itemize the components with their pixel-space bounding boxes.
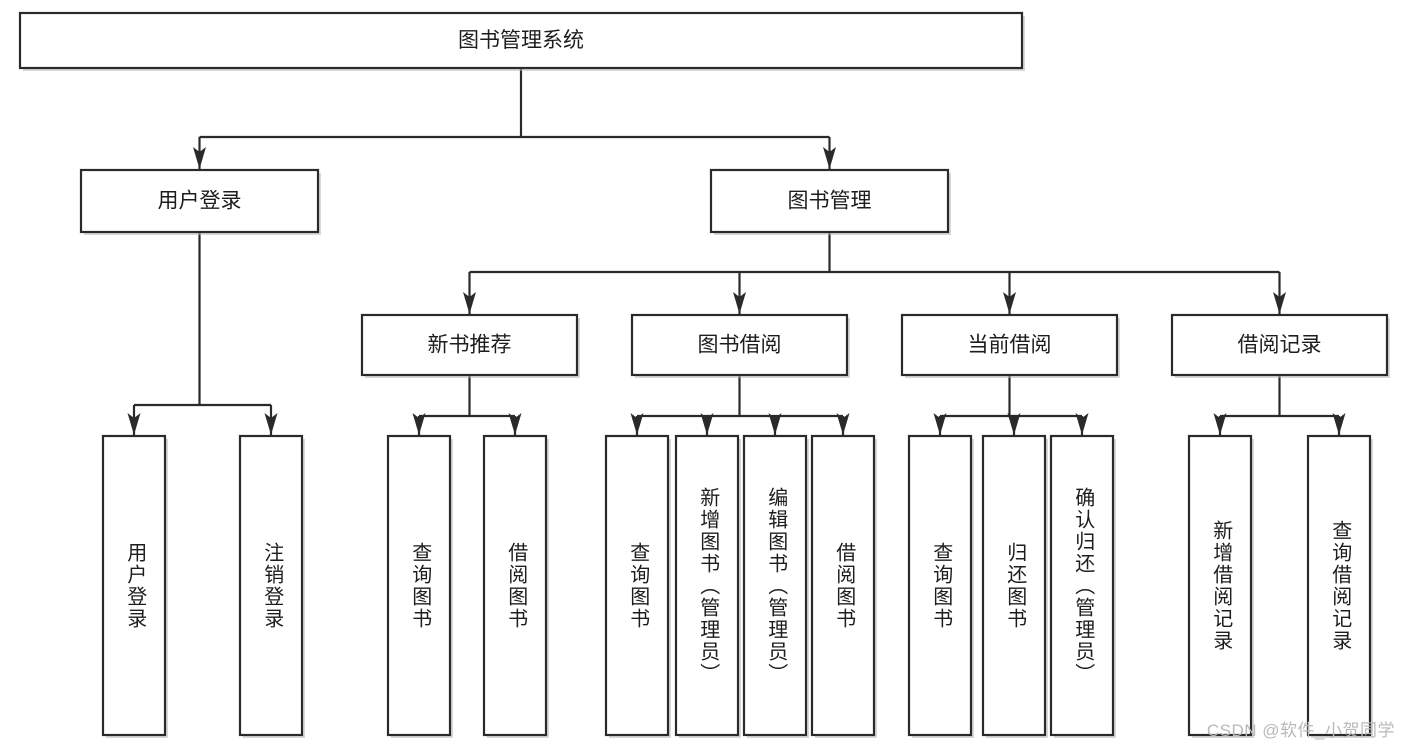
- node-level2-label-1: 图书管理: [788, 190, 872, 213]
- node-level3-0[interactable]: [360, 313, 579, 377]
- node-box-layer: [18, 11, 1390, 738]
- node-level3-2[interactable]: [900, 313, 1119, 377]
- node-leaf-2[interactable]: [386, 434, 452, 737]
- arrow-head-icon: [264, 413, 278, 435]
- arrow-head-icon: [768, 413, 782, 435]
- node-leaf-6[interactable]: [742, 434, 808, 737]
- arrow-head-icon: [1075, 413, 1089, 435]
- arrow-head-icon: [700, 413, 714, 435]
- arrow-head-icon: [193, 147, 206, 169]
- node-leaf-8[interactable]: [907, 434, 973, 737]
- csdn-watermark: CSDN @软件_小贺同学: [1206, 721, 1395, 740]
- arrow-head-icon: [127, 413, 141, 435]
- node-leaf-12[interactable]: [1306, 434, 1372, 737]
- arrow-head-icon: [463, 292, 476, 314]
- node-leaf-5[interactable]: [674, 434, 740, 737]
- connector-layer: [127, 68, 1346, 435]
- node-root-label: 图书管理系统: [458, 29, 584, 52]
- arrow-head-icon: [733, 292, 746, 314]
- arrow-head-icon: [1273, 292, 1286, 314]
- node-level3-1[interactable]: [630, 313, 849, 377]
- node-leaf-9[interactable]: [981, 434, 1047, 737]
- arrow-head-icon: [1213, 413, 1227, 435]
- arrow-head-icon: [836, 413, 850, 435]
- arrow-head-icon: [508, 413, 522, 435]
- node-level2-1[interactable]: [709, 168, 950, 234]
- arrow-head-icon: [933, 413, 947, 435]
- arrow-head-icon: [823, 147, 836, 169]
- node-level3-label-0: 新书推荐: [428, 334, 512, 357]
- node-root[interactable]: [18, 11, 1024, 70]
- arrow-head-icon: [1003, 292, 1016, 314]
- node-level2-0[interactable]: [79, 168, 320, 234]
- node-level2-label-0: 用户登录: [158, 190, 242, 213]
- arrow-head-icon: [412, 413, 426, 435]
- node-level3-label-1: 图书借阅: [698, 334, 782, 357]
- node-level3-label-2: 当前借阅: [968, 334, 1052, 357]
- node-leaf-1[interactable]: [238, 434, 304, 737]
- arrow-head-icon: [1332, 413, 1346, 435]
- node-leaf-10[interactable]: [1049, 434, 1115, 737]
- arrow-head-icon: [630, 413, 644, 435]
- arrow-head-icon: [1007, 413, 1021, 435]
- node-leaf-4[interactable]: [604, 434, 670, 737]
- node-leaf-0[interactable]: [101, 434, 167, 737]
- node-leaf-7[interactable]: [810, 434, 876, 737]
- node-level3-3[interactable]: [1170, 313, 1389, 377]
- node-leaf-11[interactable]: [1187, 434, 1253, 737]
- node-level3-label-3: 借阅记录: [1238, 334, 1322, 357]
- node-leaf-3[interactable]: [482, 434, 548, 737]
